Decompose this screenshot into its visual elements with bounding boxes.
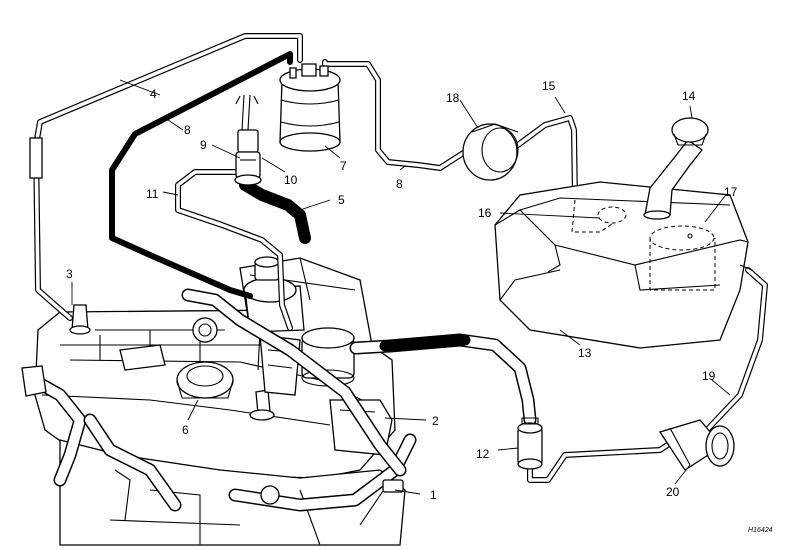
callout-12: 12 — [476, 447, 490, 461]
hose-5 — [239, 179, 311, 244]
callout-1: 1 — [430, 488, 437, 502]
callout-19: 19 — [702, 369, 716, 383]
fuel-pump — [658, 419, 735, 471]
purge-valve — [234, 94, 262, 186]
pipe-8-right — [322, 59, 471, 171]
fuel-pipe-19 — [527, 267, 768, 483]
callout-6: 6 — [182, 423, 189, 437]
callout-2: 2 — [432, 414, 439, 428]
callout-17: 17 — [724, 185, 738, 199]
fuel-tank — [494, 117, 753, 349]
callout-5: 5 — [338, 193, 345, 207]
callout-10: 10 — [284, 173, 298, 187]
charcoal-canister — [279, 63, 341, 152]
pipe-15 — [515, 115, 578, 203]
callout-14: 14 — [682, 89, 696, 103]
vapour-separator — [462, 123, 519, 181]
callout-8-left: 8 — [184, 123, 191, 137]
pipe-11 — [175, 169, 293, 331]
reference-code: H16424 — [748, 527, 773, 534]
callout-16: 16 — [478, 206, 492, 220]
vapour-pipe-4 — [29, 33, 303, 321]
leader-lines — [71, 79, 731, 495]
callout-18: 18 — [446, 91, 460, 105]
pipe-2 — [181, 288, 407, 477]
fuel-pipe-to-filter — [349, 333, 537, 427]
fuel-filter — [517, 417, 543, 470]
callout-8-right: 8 — [396, 177, 403, 191]
callout-4: 4 — [150, 87, 157, 101]
purge-hose-8-left — [109, 51, 293, 299]
callout-9: 9 — [200, 138, 207, 152]
callout-13: 13 — [578, 346, 592, 360]
callout-labels: 1 2 3 4 5 6 7 8 8 9 10 11 12 13 14 15 16… — [66, 79, 773, 534]
callout-3: 3 — [66, 267, 73, 281]
callout-7: 7 — [340, 159, 347, 173]
callout-11: 11 — [146, 187, 159, 201]
callout-20: 20 — [666, 485, 680, 499]
callout-15: 15 — [542, 79, 556, 93]
